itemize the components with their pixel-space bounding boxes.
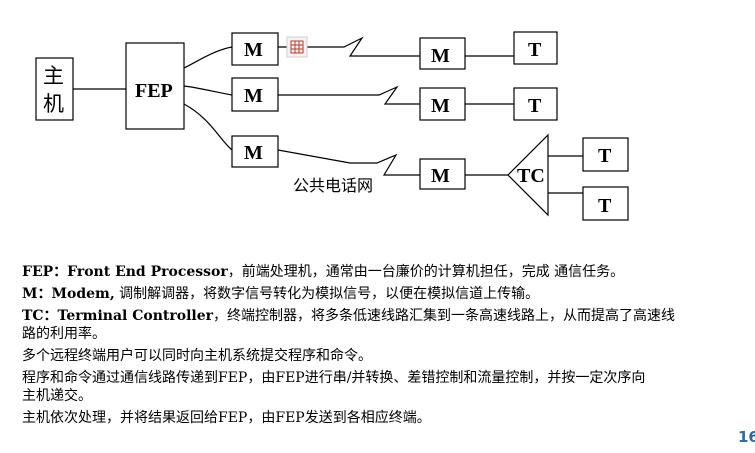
modem-label: M xyxy=(244,39,263,61)
modem-box-left-2 xyxy=(231,77,279,112)
paragraph-host-process: 主机依次处理，并将结果返回给FEP，由FEP发送到各相应终端。 xyxy=(22,410,431,426)
page-number: 16 xyxy=(738,428,755,446)
modem-box-right-3 xyxy=(419,158,466,190)
modem-description: M：Modem, 调制解调器，将数字信号转化为模拟信号，以便在模拟信道上传输。 xyxy=(22,285,755,303)
tc-description: TC：Terminal Controller，终端控制器，将多条低速线路汇集到一… xyxy=(22,307,755,325)
terminal-label: T xyxy=(528,39,542,61)
table-grid-icon[interactable] xyxy=(286,36,308,58)
terminal-label: T xyxy=(598,145,612,167)
modem-label: M xyxy=(244,85,263,107)
modem-box-right-1 xyxy=(419,37,466,70)
fep-label: FEP xyxy=(135,80,173,102)
paragraph-fep-process-cont: 主机递交。 xyxy=(22,388,92,404)
host-label-line2: 机 xyxy=(43,92,64,116)
terminal-box-2 xyxy=(513,87,558,121)
modem-label: M xyxy=(431,165,450,187)
link-fep-modem-3 xyxy=(183,103,233,151)
fep-box xyxy=(125,42,185,130)
terminal-label: T xyxy=(528,95,542,117)
host-box xyxy=(35,57,74,121)
fep-description: FEP：Front End Processor，前端处理机，通常由一台廉价的计算… xyxy=(22,263,755,281)
paragraph-users: 多个远程终端用户可以同时向主机系统提交程序和命令。 xyxy=(22,348,372,364)
terminal-controller-triangle xyxy=(507,133,549,217)
terminal-box-3 xyxy=(582,137,629,172)
phone-line-2 xyxy=(278,85,420,105)
modem-label: M xyxy=(244,142,263,164)
fep-term: FEP：Front End Processor xyxy=(22,264,228,280)
phone-line-1 xyxy=(278,36,420,57)
paragraph-fep-process: 程序和命令通过通信线路传递到FEP，由FEP进行串/并转换、差错控制和流量控制，… xyxy=(22,370,646,386)
modem-desc: 调制解调器，将数字信号转化为模拟信号，以便在模拟信道上传输。 xyxy=(114,286,540,302)
link-fep-modem-2 xyxy=(183,85,233,96)
tc-desc: ，终端控制器，将多条低速线路汇集到一条高速线路上，从而提高了高速线 xyxy=(213,308,675,324)
modem-box-right-2 xyxy=(419,87,466,121)
description-text: FEP：Front End Processor，前端处理机，通常由一台廉价的计算… xyxy=(22,263,755,427)
terminal-box-4 xyxy=(582,186,629,221)
phone-line-3 xyxy=(277,149,420,176)
tc-label: TC xyxy=(517,165,545,187)
modem-box-left-1 xyxy=(231,32,279,66)
modem-box-left-3 xyxy=(231,135,279,168)
terminal-box-1 xyxy=(513,31,558,65)
terminal-label: T xyxy=(598,195,612,217)
link-fep-modem-1 xyxy=(183,46,233,69)
modem-label: M xyxy=(431,45,450,67)
host-label-line1: 主 xyxy=(43,64,64,88)
modem-label: M xyxy=(431,95,450,117)
modem-term: M：Modem, xyxy=(22,286,115,302)
fep-desc: ，前端处理机，通常由一台廉价的计算机担任，完成 通信任务。 xyxy=(227,264,625,280)
network-diagram: 主 机 FEP M M M M M M T T T T TC 公共电话网 xyxy=(35,31,629,221)
tc-description-cont: 路的利用率。 xyxy=(22,326,106,342)
network-label: 公共电话网 xyxy=(293,176,373,195)
tc-term: TC：Terminal Controller xyxy=(22,308,213,324)
